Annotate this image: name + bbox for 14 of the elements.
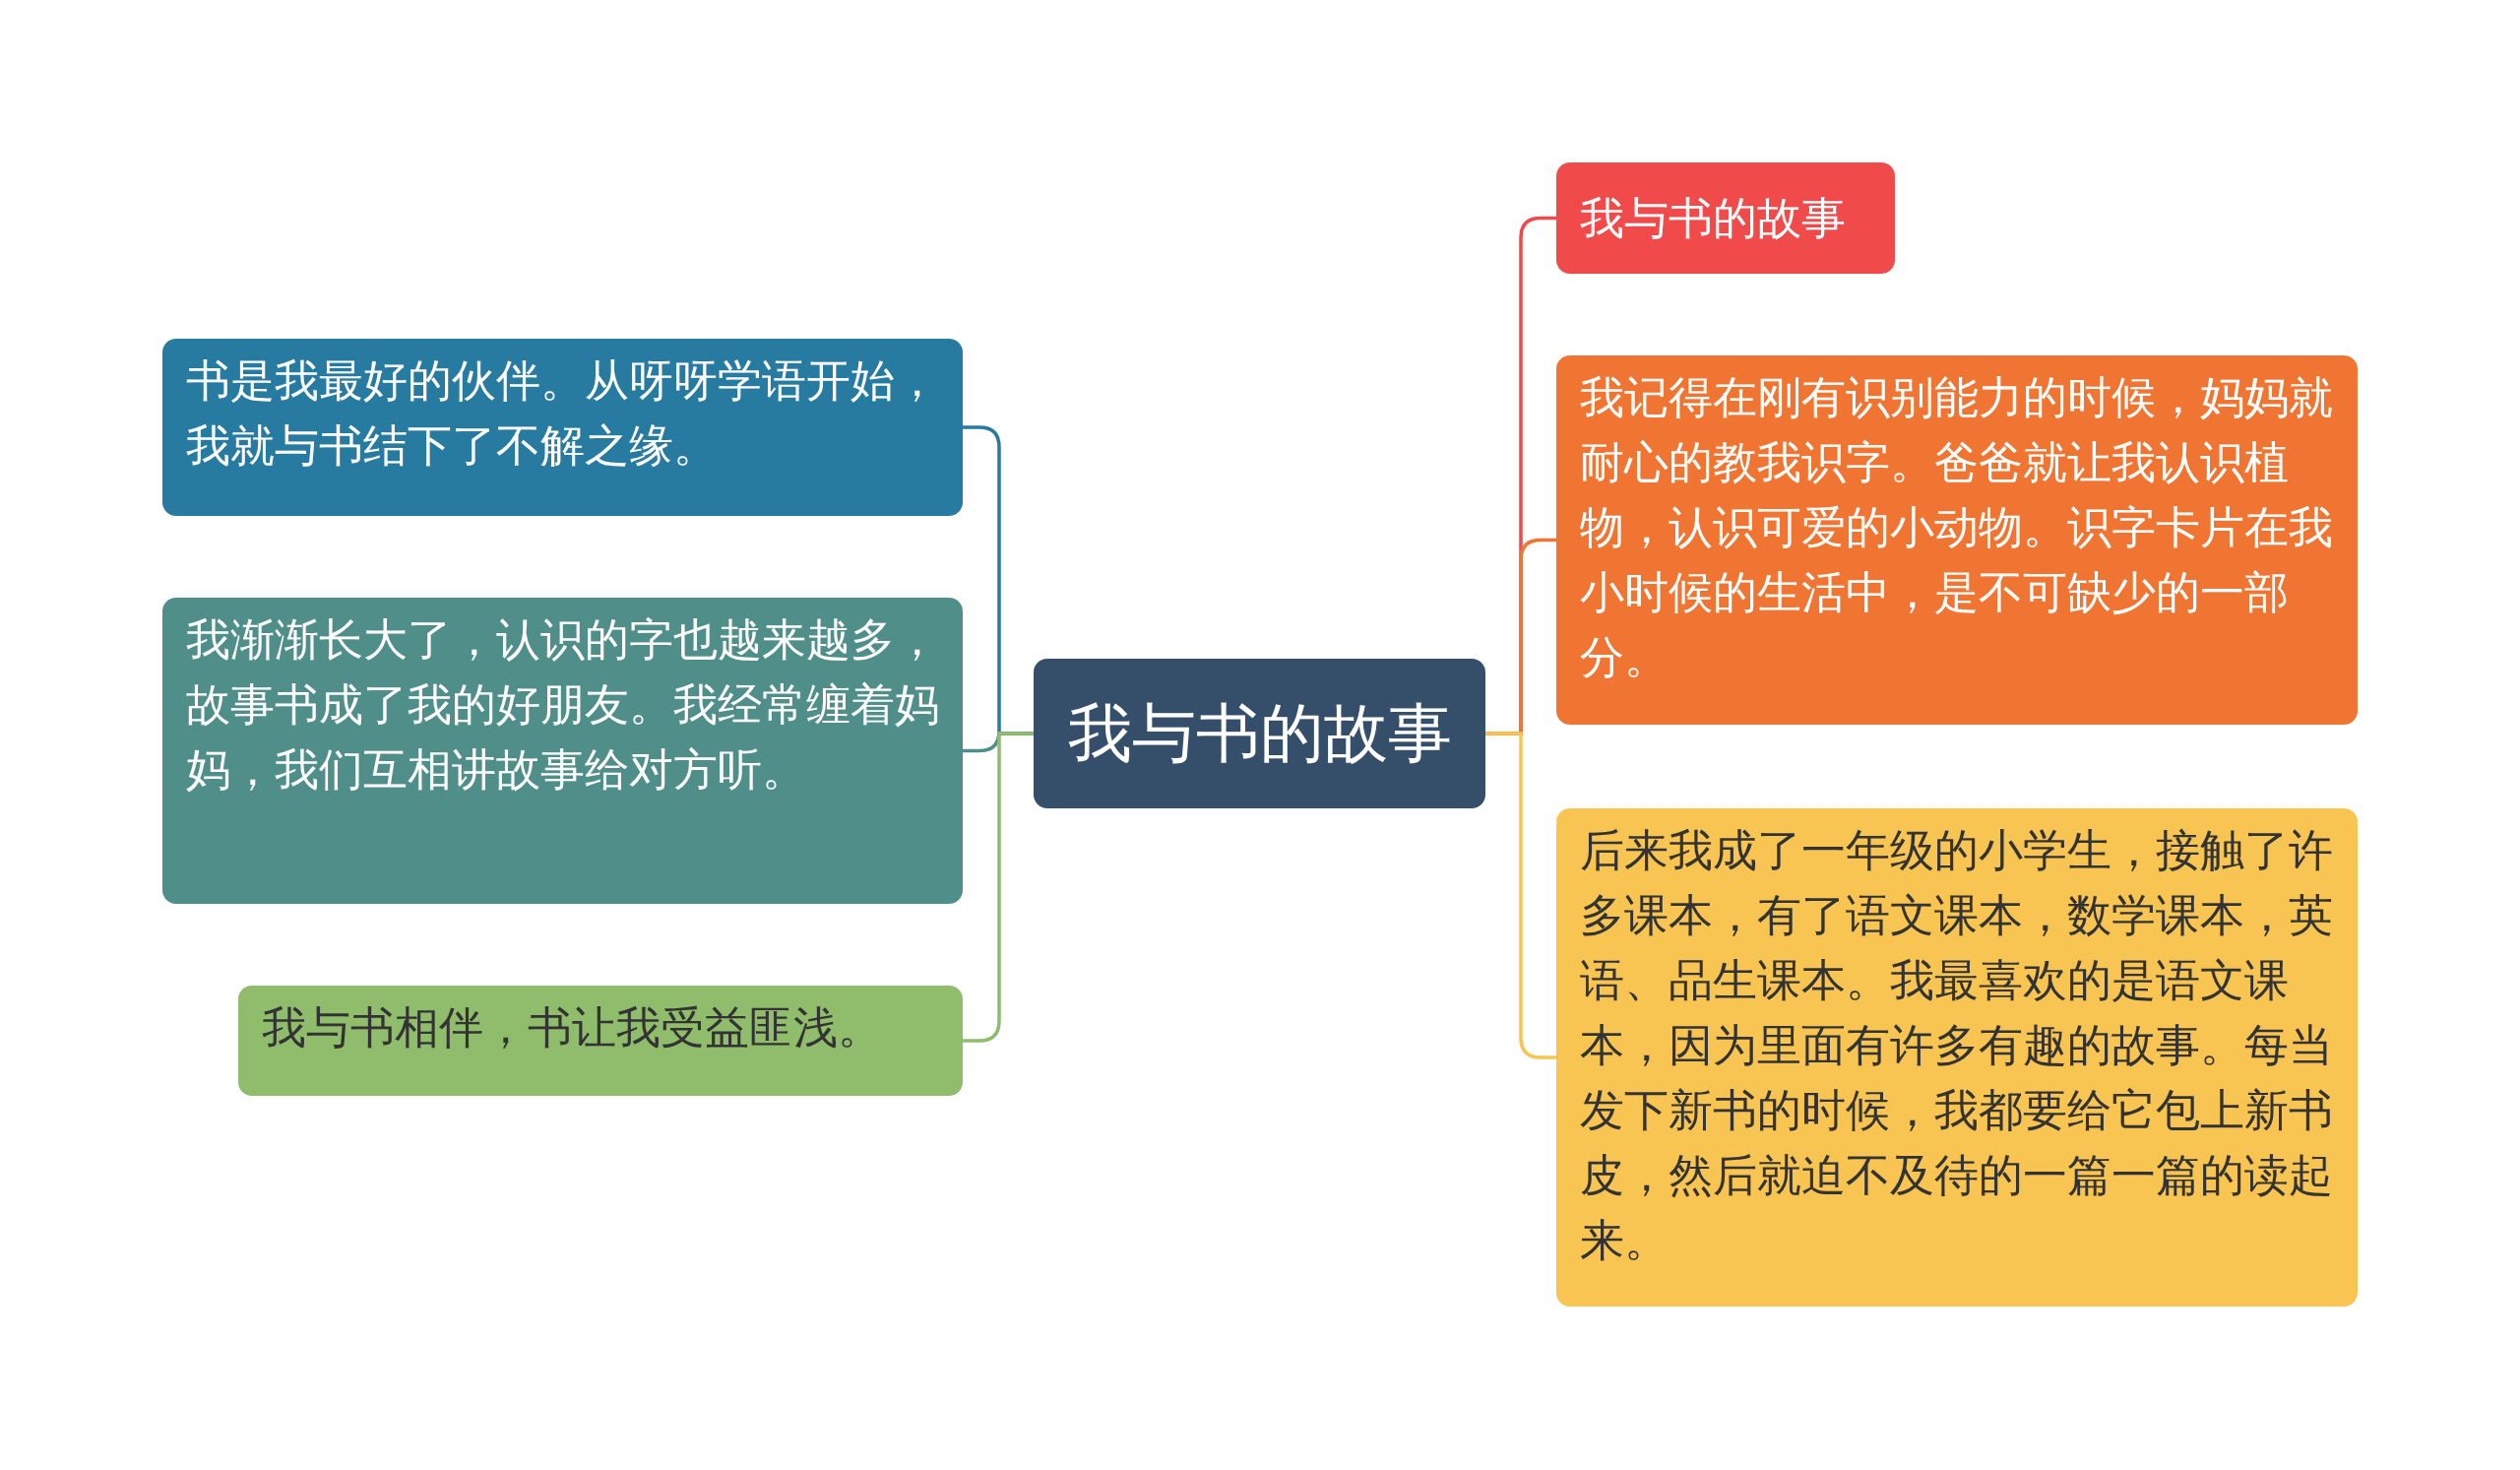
topic-box (238, 986, 963, 1096)
central-topic-box (1034, 659, 1485, 808)
topic-text: 后来我成了一年级的小学生，接触了许多课本，有了语文课本，数学课本，英语、品生课本。我最喜欢的是语文课本，因为里面有许多有趣的故事。每当发下新书的时候，我都要给它包上新书皮，然后就迫不及待的一篇一篇的读起来。 (1580, 823, 2334, 1268)
topic-text: 我与书相伴，书让我受益匪浅。 (262, 1000, 883, 1055)
topic-text: 我与书的故事 (1580, 190, 1846, 246)
topic-text: 我与书的故事 (1067, 701, 1452, 766)
topic-box (162, 339, 963, 516)
topic-box (1556, 355, 2358, 725)
topic-box (1556, 808, 2358, 1307)
topic-text: 我渐渐长大了，认识的字也越来越多，故事书成了我的好朋友。我经常缠着妈妈，我们互相讲故事给对方听。 (186, 612, 939, 798)
topic-box (1556, 162, 1895, 274)
topic-text: 我记得在刚有识别能力的时候，妈妈就耐心的教我识字。爸爸就让我认识植物，认识可爱的小动物。识字卡片在我小时候的生活中，是不可缺少的一部分。 (1580, 370, 2334, 685)
topic-box (162, 598, 963, 904)
topic-text: 书是我最好的伙伴。从呀呀学语开始，我就与书结下了不解之缘。 (186, 353, 939, 474)
